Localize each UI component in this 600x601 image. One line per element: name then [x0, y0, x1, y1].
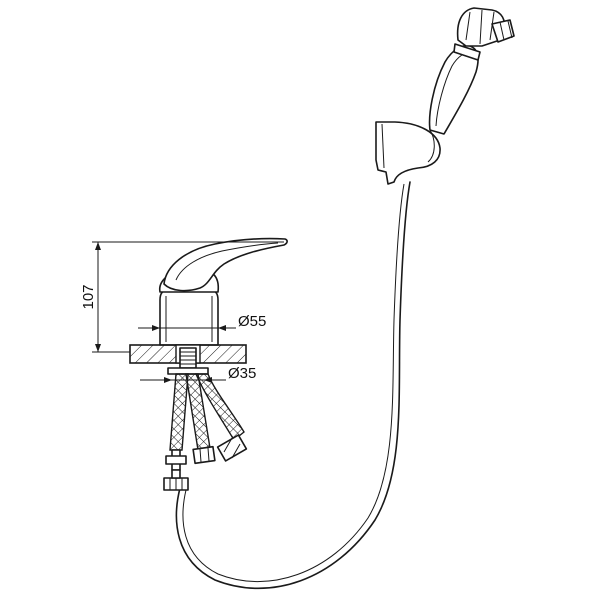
- dim-body-arrow-right: [218, 325, 226, 331]
- hose-nut-middle-detail: [199, 447, 210, 463]
- connector-nut-lower-detail: [169, 478, 183, 490]
- wall-holder: [375, 121, 441, 185]
- shank: [179, 347, 197, 369]
- hose-nut-right-detail: [223, 437, 241, 459]
- lever-handle-highlight: [175, 242, 279, 281]
- dim-shank-label: Ø35: [228, 365, 256, 382]
- wall-holder-edge: [381, 123, 435, 169]
- hose-nut-middle: [192, 445, 216, 465]
- hand-shower-collar: [453, 43, 481, 61]
- dim-body-arrow-left: [152, 325, 160, 331]
- dim-height-arrow-top: [95, 242, 101, 250]
- supply-hose-left: [169, 373, 189, 451]
- shower-hose-inner: [182, 183, 405, 582]
- tap-body: [159, 289, 219, 346]
- hand-shower-nozzle: [491, 19, 515, 43]
- dim-shank-arrow-right: [204, 377, 212, 383]
- tap-body-shade: [165, 296, 213, 342]
- supply-hose-right: [194, 373, 245, 442]
- dim-height-arrow-bottom: [95, 344, 101, 352]
- connector-nut-upper: [165, 455, 187, 465]
- lever-handle: [163, 237, 288, 292]
- connector-stem-lower: [171, 469, 181, 479]
- dim-shank-arrow-left: [164, 377, 172, 383]
- fixing-nut: [167, 367, 209, 375]
- dim-body-label: Ø55: [238, 313, 266, 330]
- shank-thread: [180, 351, 196, 365]
- hose-nut-right: [216, 434, 248, 462]
- dim-height-label: 107: [80, 284, 97, 309]
- hand-shower-nozzle-detail: [499, 20, 513, 41]
- shower-hose: [175, 181, 411, 590]
